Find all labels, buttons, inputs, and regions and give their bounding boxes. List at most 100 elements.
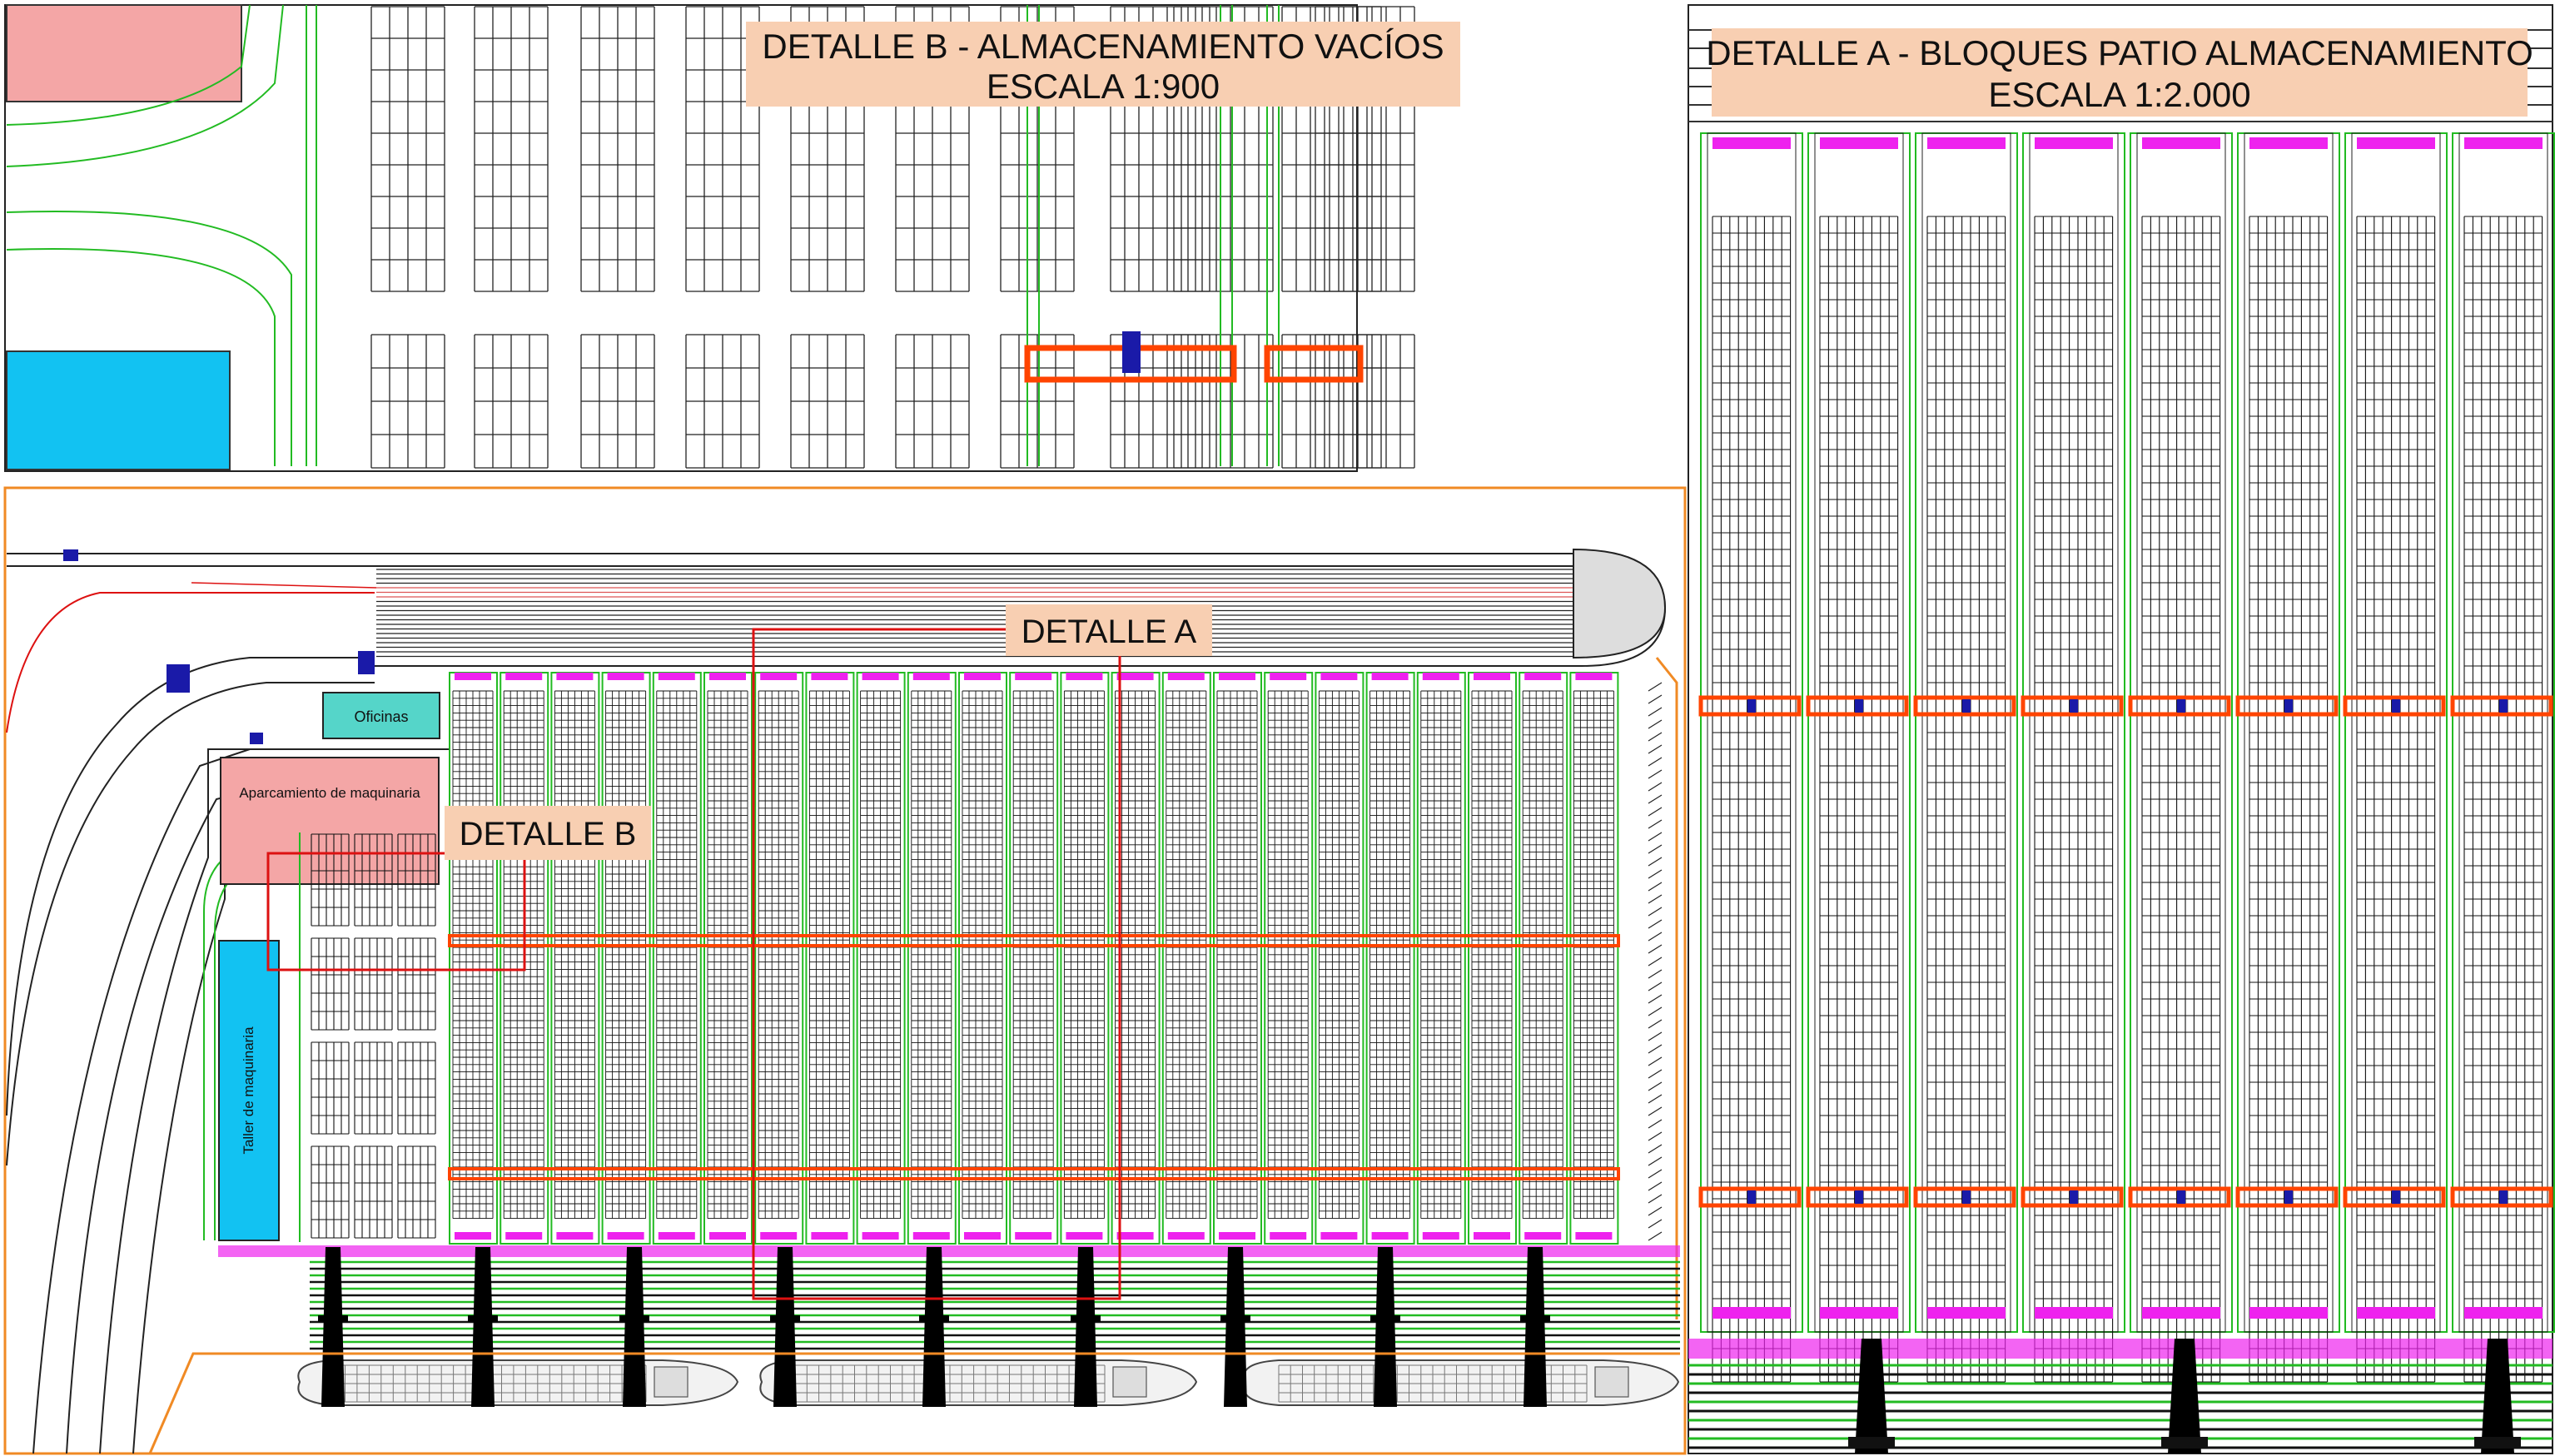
equipment-marker-small (1747, 699, 1756, 713)
magenta-marker-bottom (607, 1232, 644, 1240)
equipment-marker-small (1962, 1190, 1971, 1204)
magenta-marker-top (709, 673, 746, 680)
storage-block-grid (911, 690, 952, 1220)
magenta-marker-bottom (1422, 1232, 1459, 1240)
detail-a-title: DETALLE A - BLOQUES PATIO ALMACENAMIENTO (1706, 33, 2533, 72)
equipment-marker-small (2070, 699, 2078, 713)
east-hatch (1648, 1019, 1663, 1029)
east-hatch (1648, 1106, 1663, 1116)
highlighted-row-right (1264, 345, 1364, 383)
quay-crane-cross (318, 1315, 348, 1322)
magenta-marker-bottom (1927, 1307, 2006, 1319)
empties-stack (311, 833, 350, 927)
detail-a-scale: ESCALA 1:2.000 (1988, 75, 2250, 114)
quay-crane-cross (619, 1315, 649, 1322)
storage-block-grid (2141, 216, 2221, 1383)
detalle-a-callout-box (1006, 604, 1212, 656)
storage-block-grid (860, 690, 902, 1220)
magenta-marker-bottom (1575, 1232, 1613, 1240)
main-quay-rails (310, 1260, 1680, 1350)
quay-crane (2168, 1339, 2201, 1454)
detail-a-fence (1688, 1339, 2553, 1359)
magenta-marker-bottom (658, 1232, 695, 1240)
detalle-b-callout: DETALLE B (460, 816, 637, 852)
quay-crane (321, 1247, 345, 1407)
equipment-marker (1122, 331, 1141, 373)
oficinas-building (322, 692, 440, 739)
highlight-row (2128, 1186, 2231, 1208)
storage-block-grid (2249, 216, 2329, 1383)
storage-block-grid (1471, 690, 1513, 1220)
east-hatch (1648, 732, 1663, 742)
magenta-marker-top (1712, 137, 1791, 149)
highlight-row (1806, 695, 1909, 717)
container-stack-bottom (1173, 334, 1274, 469)
highlight-row (1698, 695, 1802, 717)
storage-block-grid (1216, 690, 1258, 1220)
storage-block-grid (1522, 690, 1563, 1220)
oficinas-label: Oficinas (354, 708, 408, 725)
east-hatch (1648, 1031, 1663, 1041)
storage-block-grid (1166, 690, 1207, 1220)
empties-stack (354, 1041, 393, 1135)
main-quay-cranes (318, 1247, 1550, 1407)
quay-crane (2481, 1339, 2514, 1454)
magenta-marker-bottom (1270, 1232, 1307, 1240)
equipment-marker-small (2284, 1190, 2293, 1204)
storage-block-grid (1369, 690, 1411, 1220)
storage-block-grid (2034, 216, 2114, 1383)
magenta-marker-top (912, 673, 950, 680)
east-hatch (1648, 1181, 1663, 1191)
east-hatch (1648, 869, 1663, 879)
equipment-marker-small (2177, 1190, 2185, 1204)
detail-a-storage-blocks (1698, 132, 2555, 1383)
east-hatch (1648, 694, 1663, 704)
magenta-marker-top (1820, 137, 1898, 149)
magenta-marker-top (1270, 673, 1307, 680)
magenta-marker-top (505, 673, 543, 680)
storage-block-grid (758, 690, 799, 1220)
container-stack-bottom (1315, 334, 1415, 469)
quay-crane-cross (1220, 1315, 1250, 1322)
rail-loop-end (1573, 548, 1667, 659)
equipment-marker-small (2392, 1190, 2400, 1204)
detail-a-quay-rails (1688, 1364, 2553, 1449)
highlight-row (2021, 1186, 2124, 1208)
east-hatch (1648, 844, 1663, 854)
storage-block-grid (1063, 690, 1105, 1220)
detail-a-title-box (1712, 28, 2528, 117)
magenta-marker-bottom (912, 1232, 950, 1240)
container-stack-top (580, 6, 655, 292)
magenta-marker-bottom (1371, 1232, 1409, 1240)
quay-crane-cross (1071, 1315, 1101, 1322)
detalle-b-callout-box (445, 806, 651, 860)
container-stack-top (474, 6, 549, 292)
detail-b-scale: ESCALA 1:900 (987, 67, 1220, 106)
highlight-row (1806, 1186, 1909, 1208)
detail-b-title-box (746, 22, 1460, 107)
east-hatch (1648, 1094, 1663, 1104)
magenta-marker-top (2249, 137, 2328, 149)
empties-stack (354, 1145, 393, 1239)
container-stack-bottom (790, 334, 865, 469)
east-hatch (1648, 1044, 1663, 1054)
magenta-marker-bottom (1820, 1307, 1898, 1319)
magenta-marker-bottom (2035, 1307, 2113, 1319)
magenta-marker-bottom (1066, 1232, 1103, 1240)
magenta-marker-top (1219, 673, 1255, 680)
magenta-marker-top (2035, 137, 2113, 149)
magenta-marker-bottom (2464, 1307, 2543, 1319)
highlight-row (1913, 1186, 2016, 1208)
magenta-marker-bottom (1167, 1232, 1205, 1240)
highlight-row (1913, 695, 2016, 717)
aparcamiento-building (220, 757, 440, 885)
magenta-marker-top (2357, 137, 2435, 149)
container-stack-bottom (370, 334, 445, 469)
magenta-marker-top (1371, 673, 1409, 680)
magenta-marker-top (811, 673, 848, 680)
magenta-marker-bottom (964, 1232, 1001, 1240)
east-hatch (1648, 981, 1663, 991)
magenta-marker-bottom (1320, 1232, 1358, 1240)
east-hatch (1648, 907, 1663, 917)
east-hatch (1648, 1206, 1663, 1216)
